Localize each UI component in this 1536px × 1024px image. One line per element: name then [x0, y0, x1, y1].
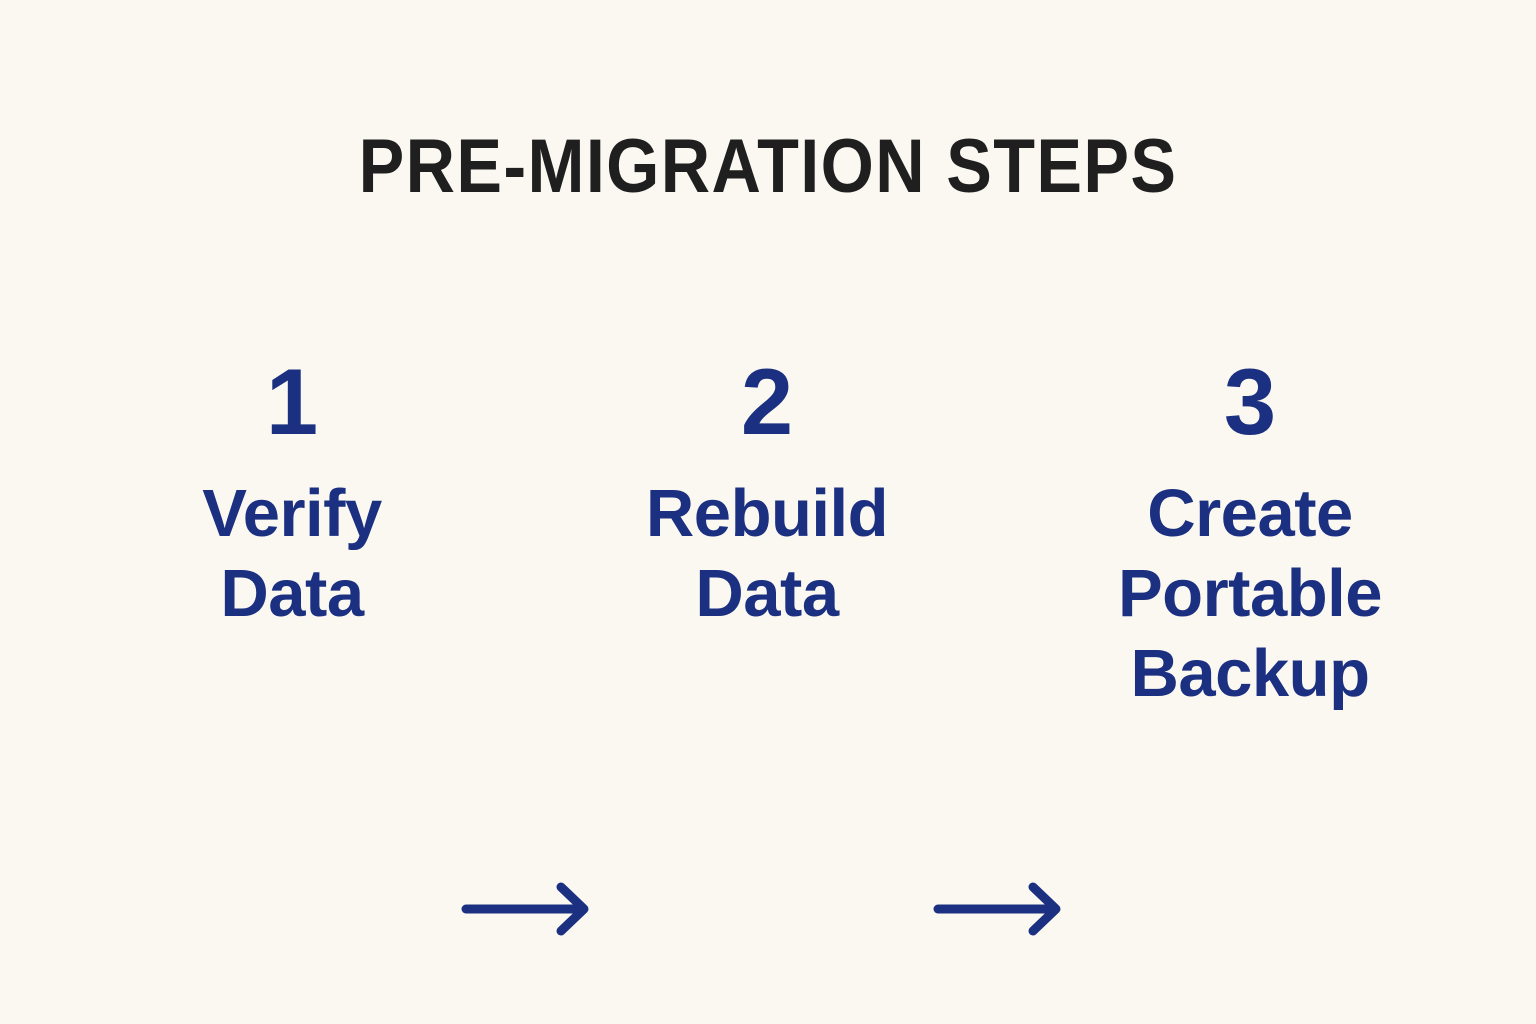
page-title: PRE-MIGRATION STEPS: [358, 124, 1178, 209]
step-label-2-line-2: Data: [695, 556, 839, 631]
step-label-3: Create Portable Backup: [1040, 474, 1460, 714]
step-item-3: 3 Create Portable Backup: [1040, 352, 1460, 714]
step-number-1: 1: [265, 349, 319, 454]
steps-flow: 1 Verify Data 2 Rebuild Data: [0, 352, 1536, 936]
step-label-2: Rebuild Data: [567, 474, 967, 634]
step-item-2: 2 Rebuild Data: [567, 352, 967, 634]
step-label-2-line-1: Rebuild: [645, 476, 889, 551]
step-label-1-line-1: Verify: [202, 476, 382, 551]
arrow-right-icon: [460, 877, 596, 941]
arrow-right-icon: [932, 877, 1068, 941]
step-label-1-line-2: Data: [220, 556, 364, 631]
step-label-3-line-3: Backup: [1130, 636, 1370, 711]
step-label-3-line-2: Portable: [1117, 556, 1383, 631]
step-number-2: 2: [740, 349, 794, 454]
step-number-3: 3: [1223, 349, 1277, 454]
step-item-1: 1 Verify Data: [92, 352, 492, 634]
step-label-3-line-1: Create: [1147, 476, 1353, 551]
step-label-1: Verify Data: [92, 474, 492, 634]
